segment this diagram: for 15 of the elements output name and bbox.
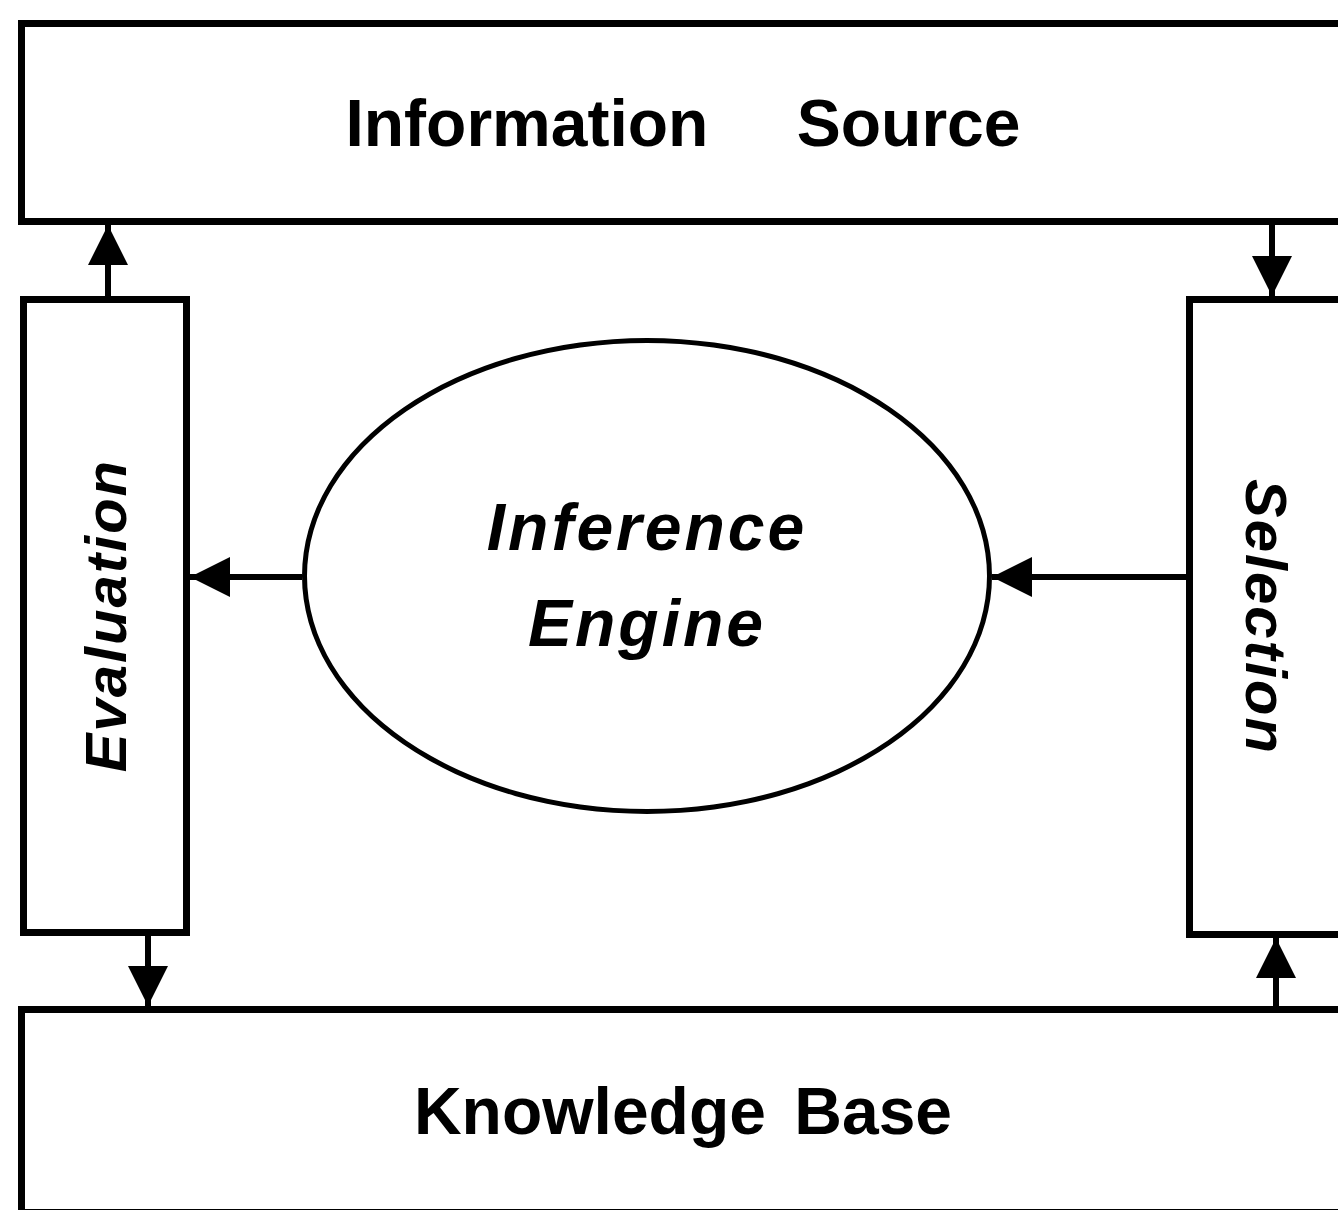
node-label: Evaluation <box>71 459 139 773</box>
node-label: Inference Engine <box>485 489 809 662</box>
arrow <box>190 557 302 597</box>
node-label: Knowledge Base <box>413 1073 953 1149</box>
process-box <box>20 296 190 936</box>
arrow <box>1256 938 1296 1006</box>
node-label: Selection <box>1232 479 1300 755</box>
arrow <box>128 936 168 1006</box>
arrow <box>88 225 128 296</box>
process-box <box>18 1006 1338 1210</box>
node-label: Information Source <box>345 84 1021 161</box>
process-box <box>1186 296 1338 938</box>
arrow <box>1252 225 1292 296</box>
arrow <box>992 557 1186 597</box>
process-box <box>18 20 1338 225</box>
